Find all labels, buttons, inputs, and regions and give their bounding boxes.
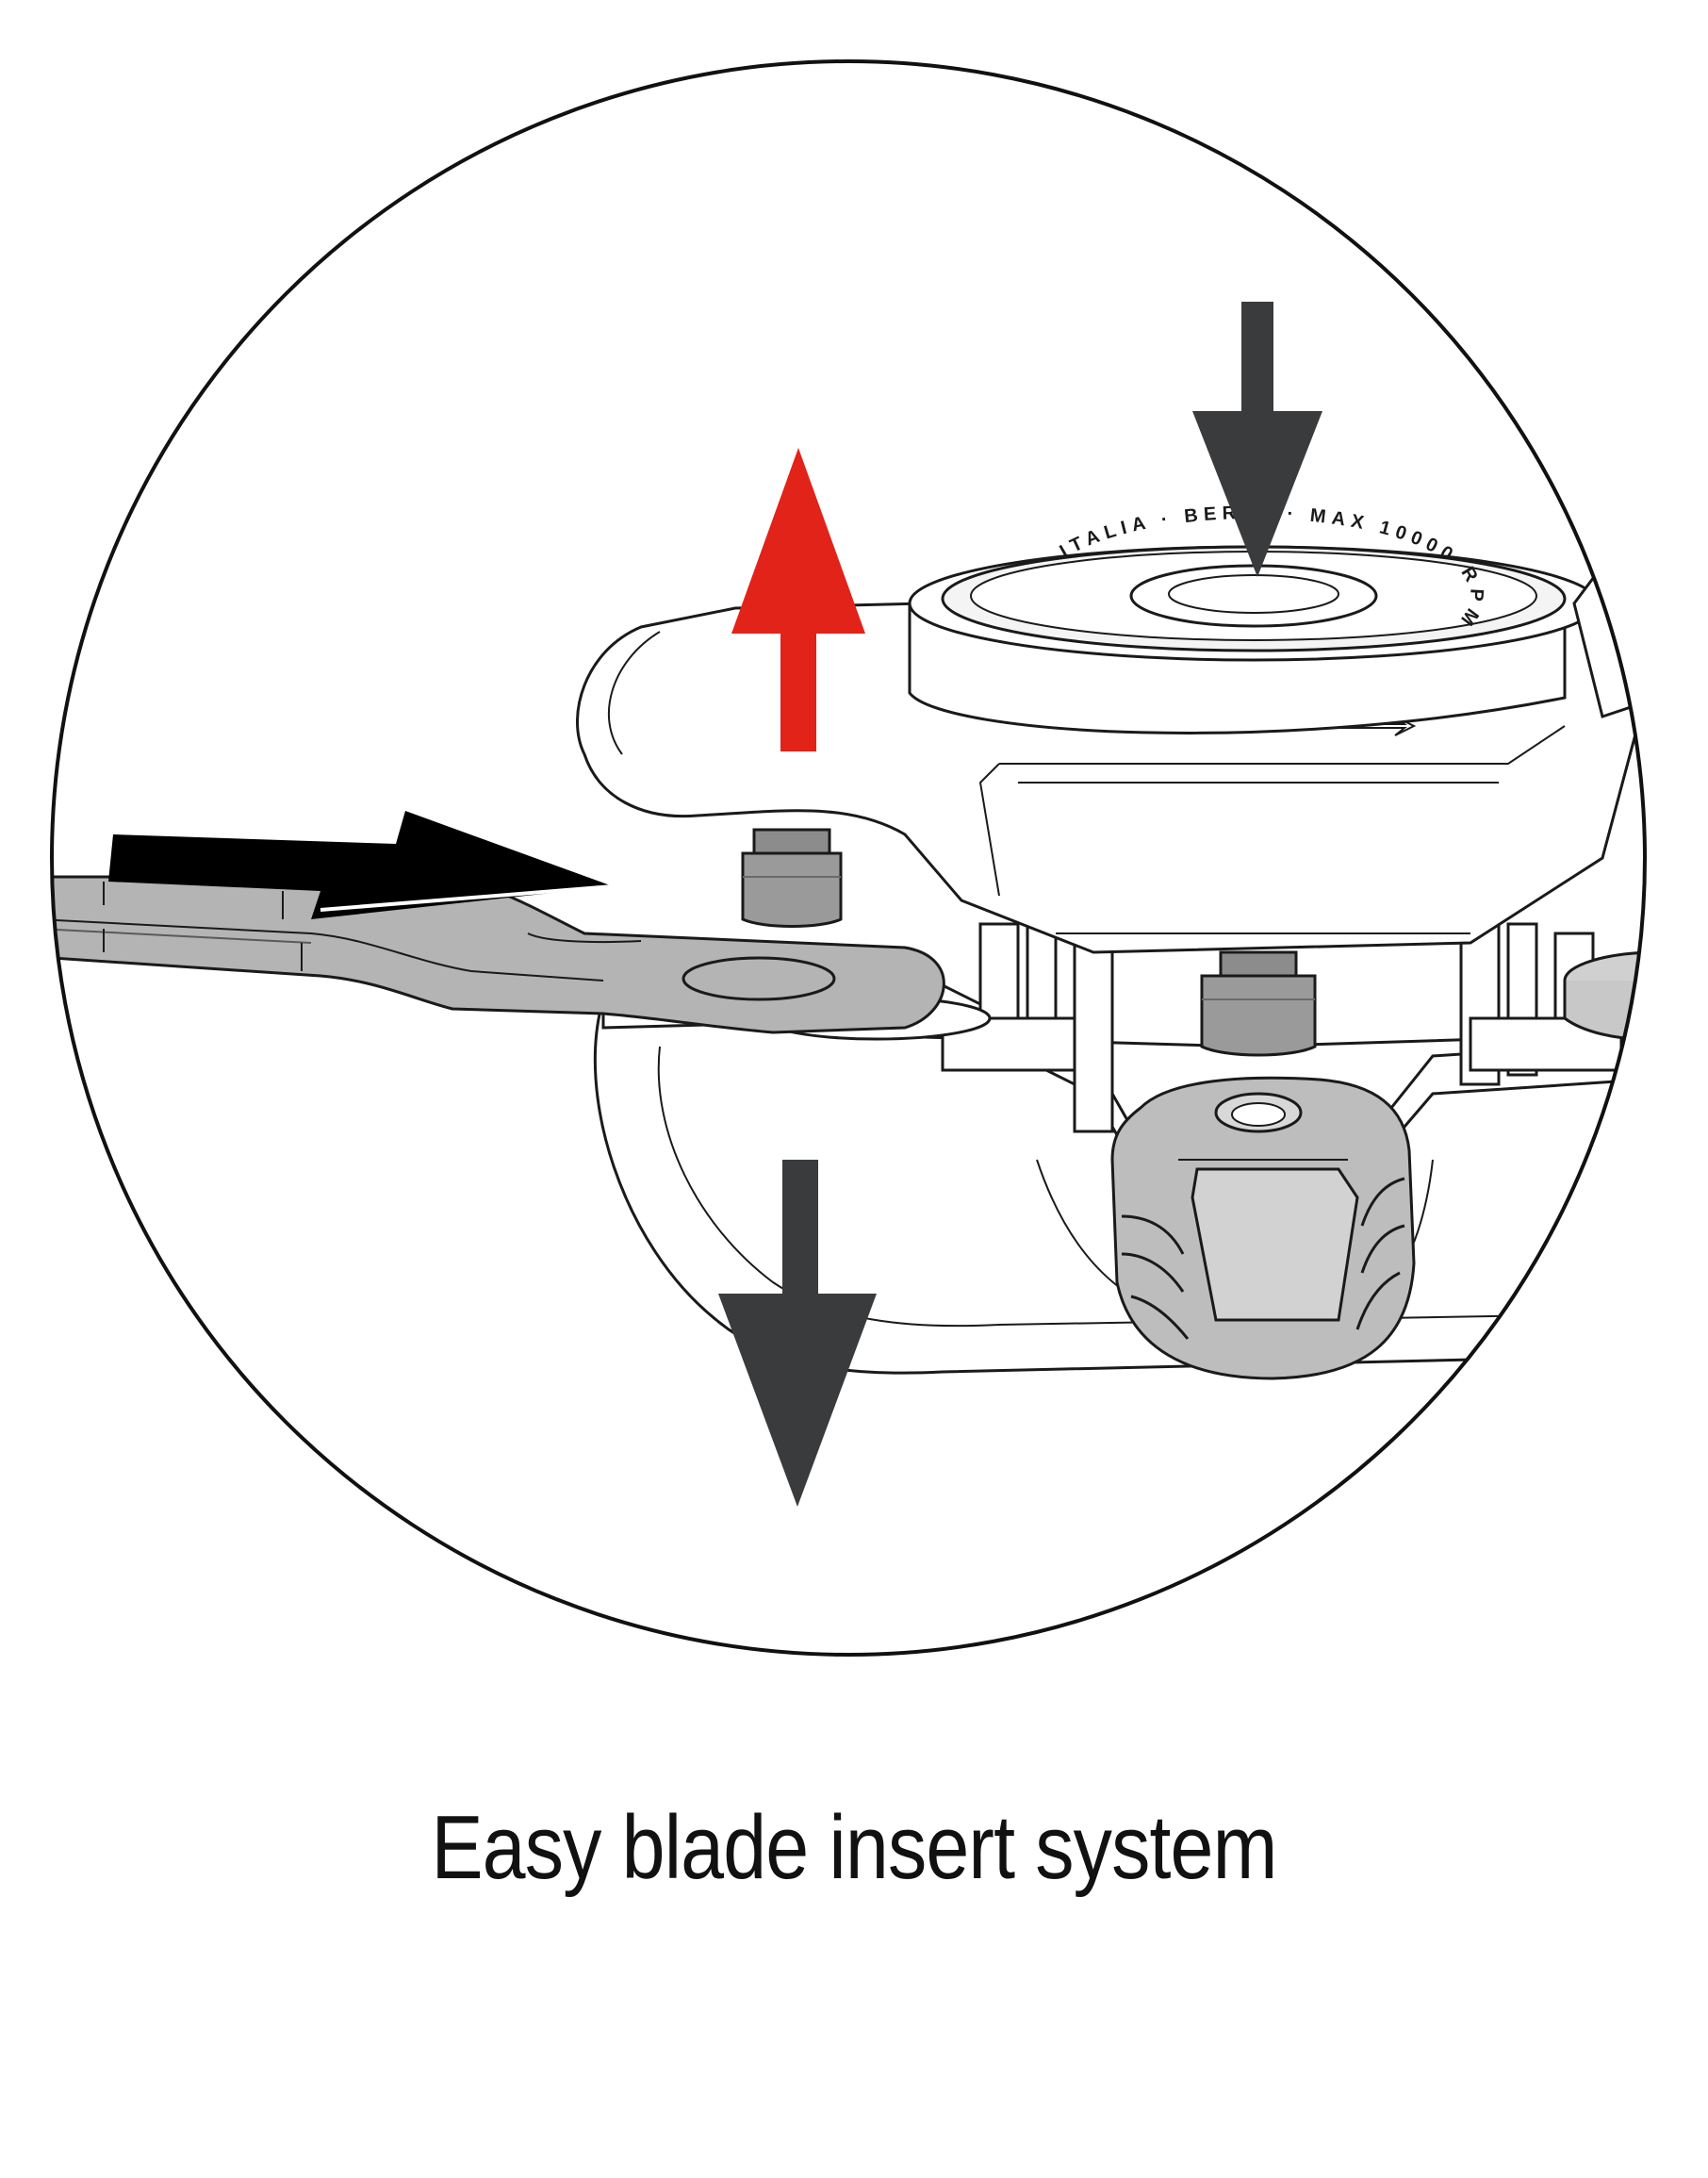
arrow-down-icon: [718, 1160, 877, 1507]
upper-pin: [741, 828, 843, 928]
arrow-up-icon: [731, 448, 865, 751]
release-knob: [1110, 1076, 1416, 1380]
caption: Easy blade insert system: [431, 1797, 1277, 1898]
arrow-down-icon: [1192, 302, 1322, 577]
magnifier-circle: [50, 59, 1647, 1657]
detail-view: ITALIA · BERTA · MAX 10000 RPM: [52, 302, 1645, 1507]
lower-pin: [1200, 950, 1317, 1057]
blade-slot: [682, 956, 836, 1001]
arrow-right-icon: [108, 811, 614, 919]
blade-insert-illustration: ITALIA · BERTA · MAX 10000 RPM: [50, 59, 1647, 1657]
